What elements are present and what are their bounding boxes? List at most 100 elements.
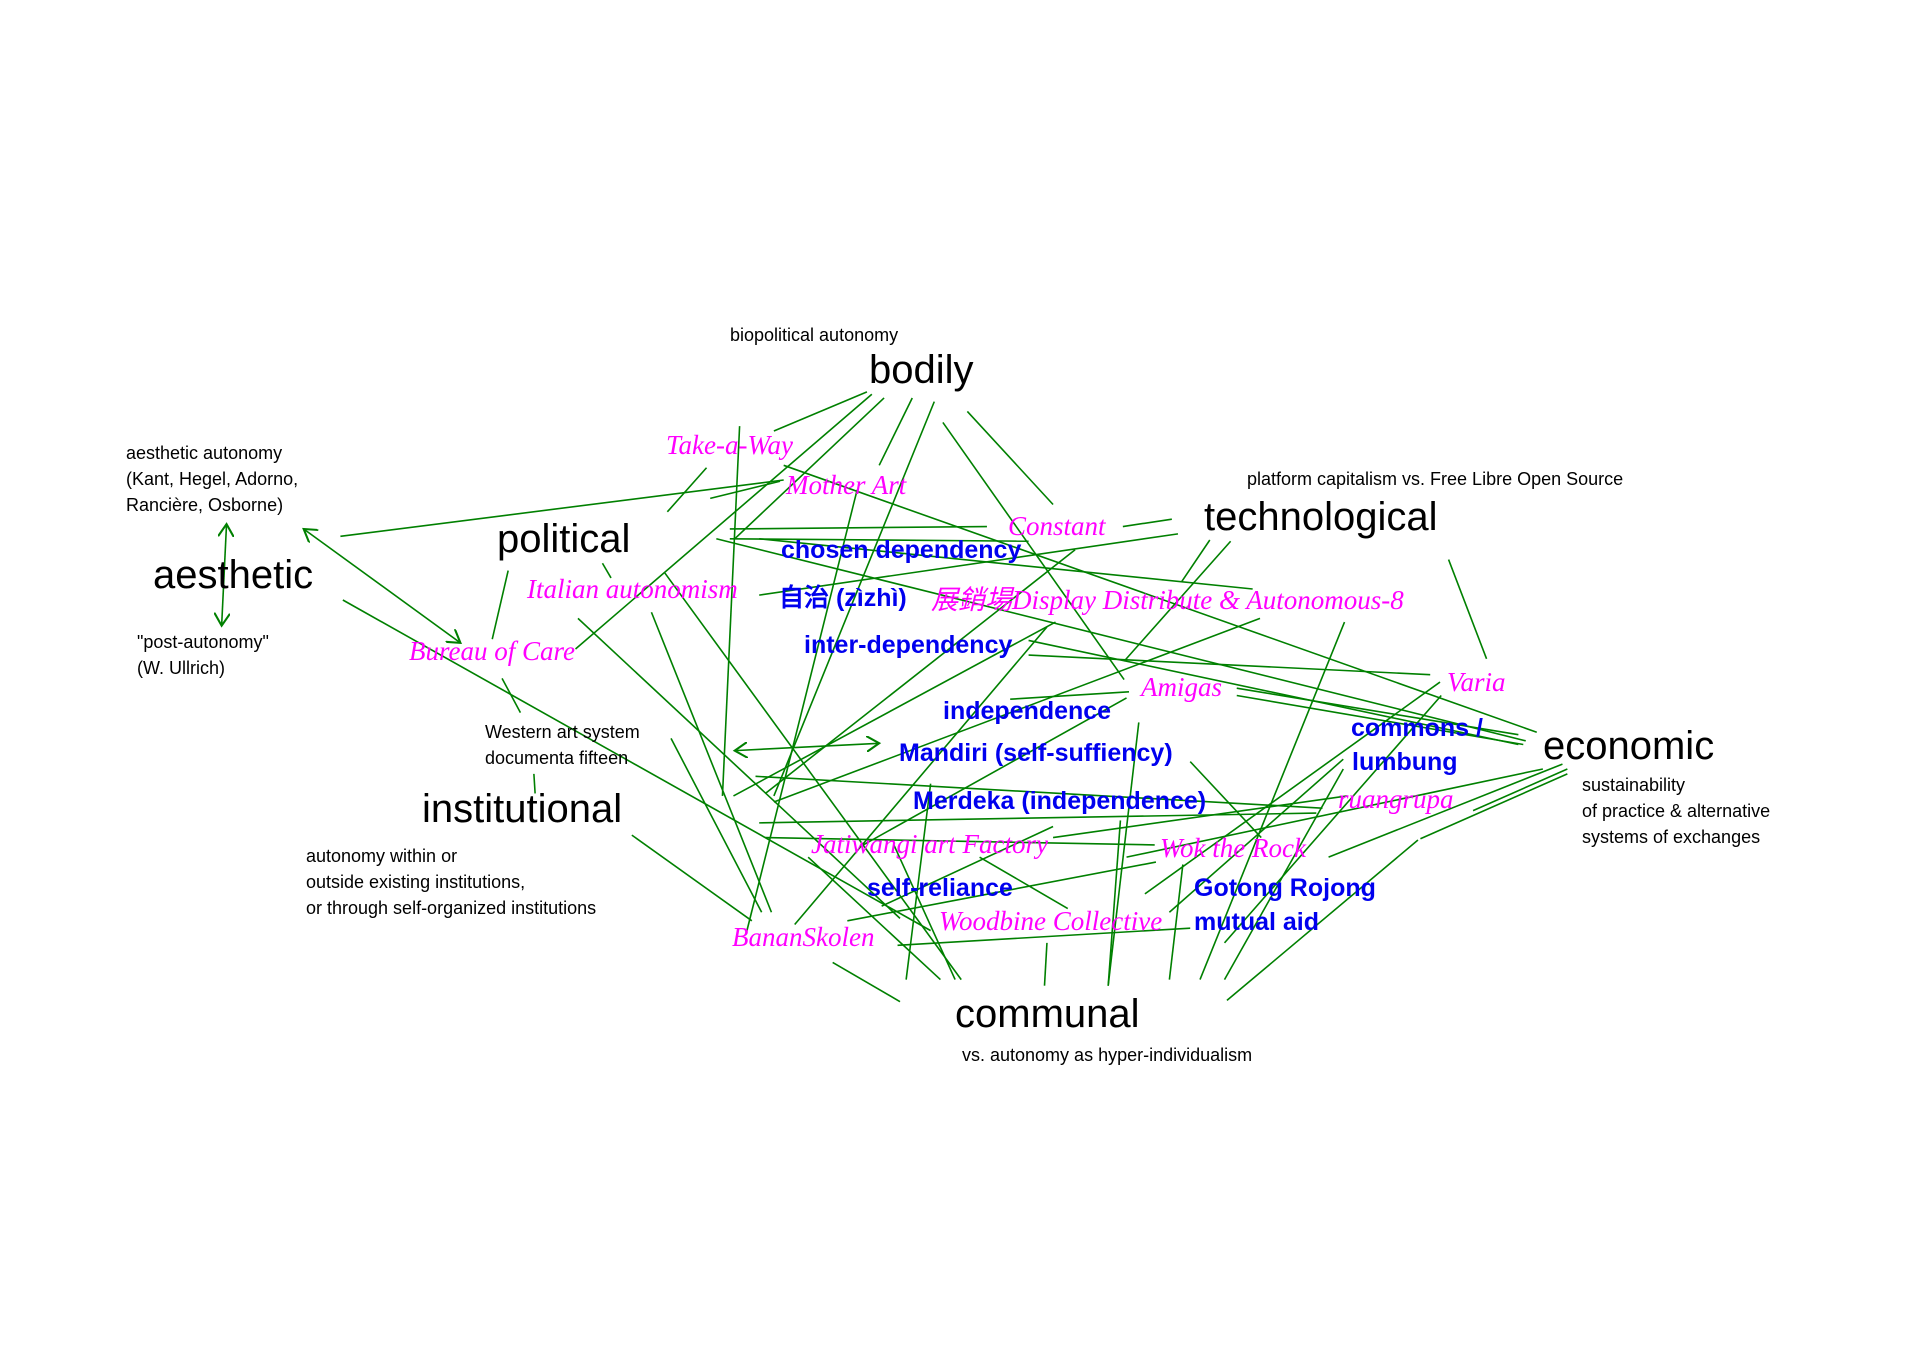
project-mother-art: Mother Art	[786, 470, 907, 500]
connection-line	[893, 844, 956, 980]
connection-line	[1168, 758, 1344, 913]
connection-line	[1107, 722, 1140, 986]
concept-mandiri: Mandiri (self-suffiency)	[899, 739, 1173, 767]
connection-line	[759, 812, 1317, 824]
concept-lumbung: lumbung	[1352, 748, 1458, 776]
connection-line	[1028, 654, 1431, 676]
connection-line	[1010, 691, 1130, 700]
dimension-technological: technological	[1204, 495, 1438, 539]
concept-zizhi: 自治 (zìzhì)	[779, 584, 907, 612]
project-bureau-of-care: Bureau of Care	[409, 636, 575, 666]
connection-line	[1447, 559, 1488, 660]
project-woodbine: Woodbine Collective	[939, 906, 1163, 936]
connection-line	[601, 562, 612, 579]
connection-line	[746, 489, 858, 931]
connection-line	[1168, 864, 1184, 980]
connection-line	[1199, 621, 1346, 980]
connection-line	[1123, 540, 1232, 662]
connection-line	[1328, 763, 1563, 858]
connection-line	[755, 775, 1323, 809]
connection-line	[773, 401, 936, 797]
connection-line	[1236, 687, 1519, 736]
project-varia: Varia	[1447, 667, 1506, 697]
connection-line	[734, 397, 885, 540]
connection-line	[759, 537, 1253, 590]
project-banan-skolen: BananSkolen	[732, 922, 875, 952]
connection-line	[1144, 681, 1441, 895]
connection-line	[710, 480, 781, 500]
connection-line	[807, 856, 941, 981]
concept-independence: independence	[943, 697, 1112, 725]
connection-line	[666, 467, 708, 513]
double-arrow-line	[735, 743, 879, 750]
connection-line	[1226, 839, 1419, 1002]
note-institutional: autonomy within or outside existing inst…	[306, 846, 597, 918]
connection-line	[577, 617, 901, 919]
note-aesthetic-autonomy: aesthetic autonomy (Kant, Hegel, Adorno,…	[126, 443, 299, 515]
concept-self-reliance: self-reliance	[867, 874, 1013, 902]
connection-line	[491, 570, 509, 640]
connection-line	[721, 426, 741, 796]
connection-line	[765, 836, 1155, 846]
connection-line	[1180, 539, 1211, 583]
dimension-aesthetic: aesthetic	[153, 553, 314, 597]
project-italian-autonomism: Italian autonomism	[527, 574, 738, 604]
project-amigas: Amigas	[1141, 672, 1222, 702]
note-hyper-individualism: vs. autonomy as hyper-individualism	[962, 1045, 1253, 1065]
connection-line	[794, 626, 1048, 926]
connection-line	[670, 738, 763, 913]
connection-line	[342, 599, 932, 932]
concept-merdeka: Merdeka (independence)	[913, 787, 1207, 815]
concept-commons: commons /	[1351, 714, 1483, 742]
connection-line	[340, 479, 784, 538]
double-arrow-line	[222, 524, 227, 626]
connection-line	[966, 410, 1054, 506]
connection-line	[1126, 768, 1544, 858]
connection-line	[1223, 694, 1442, 944]
connection-line	[1122, 518, 1172, 528]
connection-line	[1472, 768, 1568, 812]
project-wok-the-rock: Wok the Rock	[1160, 833, 1306, 863]
project-take-a-way: Take-a-Way	[666, 430, 793, 460]
connection-line	[905, 783, 932, 980]
dimension-political: political	[497, 517, 631, 561]
project-constant: Constant	[1008, 511, 1106, 541]
connection-line	[1107, 820, 1122, 986]
connection-line	[574, 393, 873, 650]
connection-line	[1236, 694, 1524, 746]
connection-line	[1052, 795, 1348, 839]
connection-line	[878, 397, 913, 466]
connection-line	[942, 421, 1125, 681]
connection-line	[729, 537, 1029, 543]
connection-line	[1223, 768, 1344, 980]
connection-line	[1028, 639, 1519, 746]
connection-line	[979, 856, 1069, 910]
connection-line	[759, 533, 1179, 596]
double-arrow-line	[304, 529, 461, 643]
concept-inter-dependency: inter-dependency	[804, 631, 1013, 659]
note-western-art-system: Western art system documenta fifteen	[485, 722, 640, 768]
note-platform-capitalism: platform capitalism vs. Free Libre Open …	[1247, 469, 1624, 489]
connection-line	[881, 825, 1054, 907]
note-post-autonomy: "post-autonomy" (W. Ullrich)	[137, 632, 269, 678]
connection-line	[783, 464, 1538, 734]
connection-line	[729, 525, 987, 530]
project-jatiwangi: Jatiwangi art Factory	[811, 829, 1048, 859]
connection-line	[650, 611, 773, 913]
concept-gotong-rojong: Gotong Rojong	[1194, 874, 1376, 902]
dimension-bodily: bodily	[869, 348, 974, 392]
connection-line	[847, 861, 1157, 922]
connection-line	[773, 391, 868, 432]
connection-line	[501, 677, 522, 714]
connection-line	[664, 572, 962, 981]
dimension-institutional: institutional	[422, 787, 623, 831]
note-biopolitical: biopolitical autonomy	[730, 325, 899, 345]
note-sustainability: sustainability of practice & alternative…	[1582, 775, 1771, 847]
dimension-economic: economic	[1543, 724, 1715, 768]
connection-line	[533, 773, 536, 794]
connection-line	[897, 927, 1191, 947]
connection-line	[1043, 942, 1048, 986]
project-display-distribute: 展銷場Display Distribute & Autonomous-8	[931, 585, 1404, 615]
